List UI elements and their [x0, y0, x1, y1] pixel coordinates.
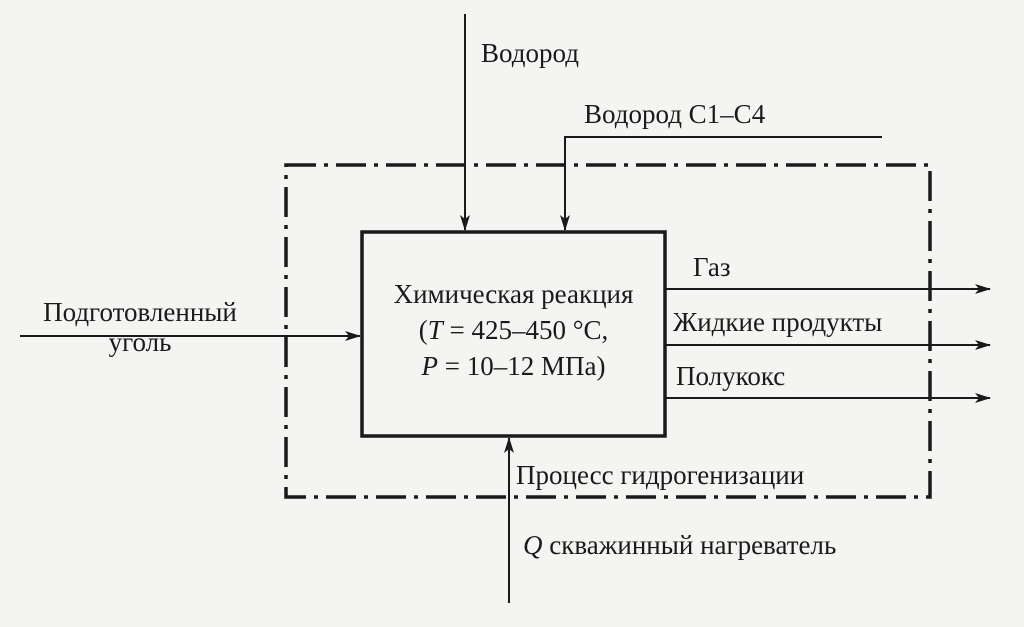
reaction-box-text: Химическая реакция (T = 425–450 °С, P = …: [362, 276, 665, 384]
heat-q-symbol: Q: [523, 530, 543, 560]
coal-label-line1: Подготовленный: [43, 297, 237, 327]
heater-label-text: скважинный нагреватель: [542, 530, 837, 560]
hydrogen-label: Водород: [481, 38, 579, 68]
coal-label: Подготовленный уголь: [22, 297, 258, 357]
heater-label: Q скважинный нагреватель: [523, 530, 836, 560]
reaction-box: [360, 230, 667, 438]
output-semicoke-label: Полукокс: [676, 361, 786, 391]
hydrogen-c1c4-label: Водород С1–С4: [584, 99, 766, 129]
temperature-line: (T = 425–450 °С,: [418, 315, 609, 345]
pressure-symbol: P: [421, 351, 439, 381]
coal-label-line2: уголь: [108, 327, 172, 357]
pressure-line: P = 10–12 МПа): [421, 351, 606, 381]
system-boundary: [284, 163, 932, 499]
output-gas-label: Газ: [693, 252, 731, 282]
reaction-title: Химическая реакция: [393, 279, 634, 309]
temperature-symbol: T: [427, 315, 443, 345]
output-liquid-products-label: Жидкие продукты: [673, 307, 883, 337]
process-boundary-label: Процесс гидрогенизации: [516, 460, 805, 490]
hydrogen-c1c4-arrow: [560, 136, 882, 231]
